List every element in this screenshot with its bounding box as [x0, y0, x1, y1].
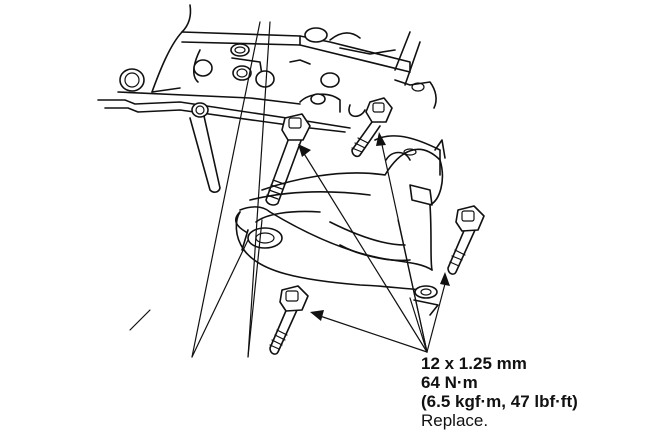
bolt-upper-left: [265, 113, 311, 206]
frame-bolts: [119, 27, 425, 118]
engine-frame: [97, 4, 437, 133]
leader-lines-left: [129, 21, 271, 358]
torque-alt-label: (6.5 kgf·m, 47 lbf·ft): [421, 392, 578, 411]
bolt-head-icon: [119, 68, 145, 92]
arrowhead-icon: [376, 132, 386, 146]
arrowhead-icon: [310, 310, 324, 321]
bolt-upper-right: [351, 97, 393, 158]
arrowhead-icon: [440, 272, 450, 286]
bolt-lower: [269, 285, 309, 355]
torque-nm-label: 64 N·m: [421, 373, 478, 392]
bolt-size-label: 12 x 1.25 mm: [421, 354, 527, 373]
replace-note: Replace.: [421, 411, 489, 430]
frame-rod: [189, 115, 221, 193]
torque-spec-callout: 12 x 1.25 mm 64 N·m (6.5 kgf·m, 47 lbf·f…: [421, 354, 578, 430]
arrowhead-icon: [298, 144, 311, 157]
bolt-right: [447, 205, 485, 275]
leader-lines-callout: [298, 132, 450, 353]
